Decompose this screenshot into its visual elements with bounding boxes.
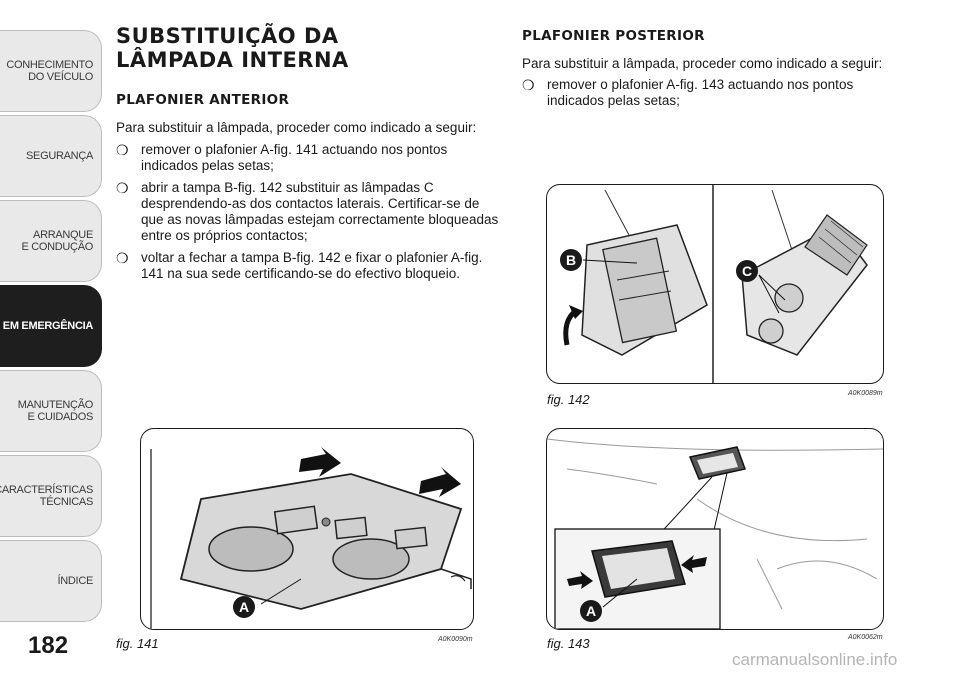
page-number: 182 <box>28 632 69 659</box>
instruction-list-left: ❍ remover o plafonier A-fig. 141 actuando… <box>116 142 502 288</box>
side-tab-caracteristicas[interactable]: CARACTERÍSTICAS TÉCNICAS <box>0 455 102 537</box>
side-tab-manutencao[interactable]: MANUTENÇÃO E CUIDADOS <box>0 370 102 452</box>
figure-code: A0K0090m <box>438 636 473 643</box>
figure-code: A0K0089m <box>848 390 883 397</box>
list-item: ❍ remover o plafonier A-fig. 141 actuando… <box>116 142 502 174</box>
page-title: SUBSTITUIÇÃO DA LÂMPADA INTERNA <box>116 24 349 72</box>
side-tab-label: ÍNDICE <box>57 575 94 587</box>
label-a: A <box>586 603 596 619</box>
intro-paragraph-right: Para substituir a lâmpada, proceder como… <box>522 56 883 71</box>
side-tab-emergencia[interactable]: EM EMERGÊNCIA <box>0 285 102 367</box>
side-tab-label: EM EMERGÊNCIA <box>2 320 94 332</box>
side-tab-seguranca[interactable]: SEGURANÇA <box>0 115 102 197</box>
figure-142: B C <box>546 184 884 384</box>
label-c: C <box>742 263 752 279</box>
section-heading-posterior: PLAFONIER POSTERIOR <box>522 28 705 44</box>
rear-dome-light-illustration: A <box>547 438 883 629</box>
list-item-text: remover o plafonier A-fig. 141 actuando … <box>141 142 448 173</box>
bullet-icon: ❍ <box>116 180 129 196</box>
bullet-icon: ❍ <box>522 77 535 93</box>
side-tab-label: CONHECIMENTO DO VEÍCULO <box>6 59 93 83</box>
side-tab-label: CARACTERÍSTICAS TÉCNICAS <box>0 484 93 508</box>
arrow-icon <box>681 555 707 573</box>
arrow-icon <box>567 571 593 589</box>
figure-caption: fig. 142 <box>547 392 590 407</box>
figure-caption: fig. 143 <box>547 636 590 651</box>
section-heading-anterior: PLAFONIER ANTERIOR <box>116 92 290 108</box>
arrow-icon <box>419 467 461 497</box>
watermark: carmanualsonline.info <box>732 650 898 669</box>
lamp-cover-illustration: B C <box>560 185 868 383</box>
list-item-text: voltar a fechar a tampa B-fig. 142 e fix… <box>141 250 483 281</box>
figure-code: A0K0062m <box>848 634 883 641</box>
intro-paragraph-left: Para substituir a lâmpada, proceder como… <box>116 120 477 135</box>
side-tab-label: MANUTENÇÃO E CUIDADOS <box>17 399 94 423</box>
side-tab-conhecimento[interactable]: CONHECIMENTO DO VEÍCULO <box>0 30 102 112</box>
list-item-text: abrir a tampa B-fig. 142 substituir as l… <box>141 180 499 243</box>
front-dome-light-illustration: A <box>150 447 472 629</box>
figure-141: A <box>140 428 474 630</box>
side-tab-arranque[interactable]: ARRANQUE E CONDUÇÃO <box>0 200 102 282</box>
arrow-icon <box>299 447 341 477</box>
side-tab-label: ARRANQUE E CONDUÇÃO <box>21 229 93 253</box>
side-tab-label: SEGURANÇA <box>26 150 93 162</box>
list-item: ❍ abrir a tampa B-fig. 142 substituir as … <box>116 180 502 244</box>
bullet-icon: ❍ <box>116 142 129 158</box>
figure-143: A <box>546 428 884 630</box>
side-tab-indice[interactable]: ÍNDICE <box>0 540 102 622</box>
list-item-text: remover o plafonier A-fig. 143 actuando … <box>547 77 854 108</box>
figure-caption: fig. 141 <box>116 636 159 651</box>
label-a: A <box>239 599 249 615</box>
list-item: ❍ remover o plafonier A-fig. 143 actuando… <box>522 77 902 109</box>
instruction-list-right: ❍ remover o plafonier A-fig. 143 actuando… <box>522 77 902 115</box>
bullet-icon: ❍ <box>116 250 129 266</box>
label-b: B <box>566 252 576 268</box>
list-item: ❍ voltar a fechar a tampa B-fig. 142 e fi… <box>116 250 502 282</box>
